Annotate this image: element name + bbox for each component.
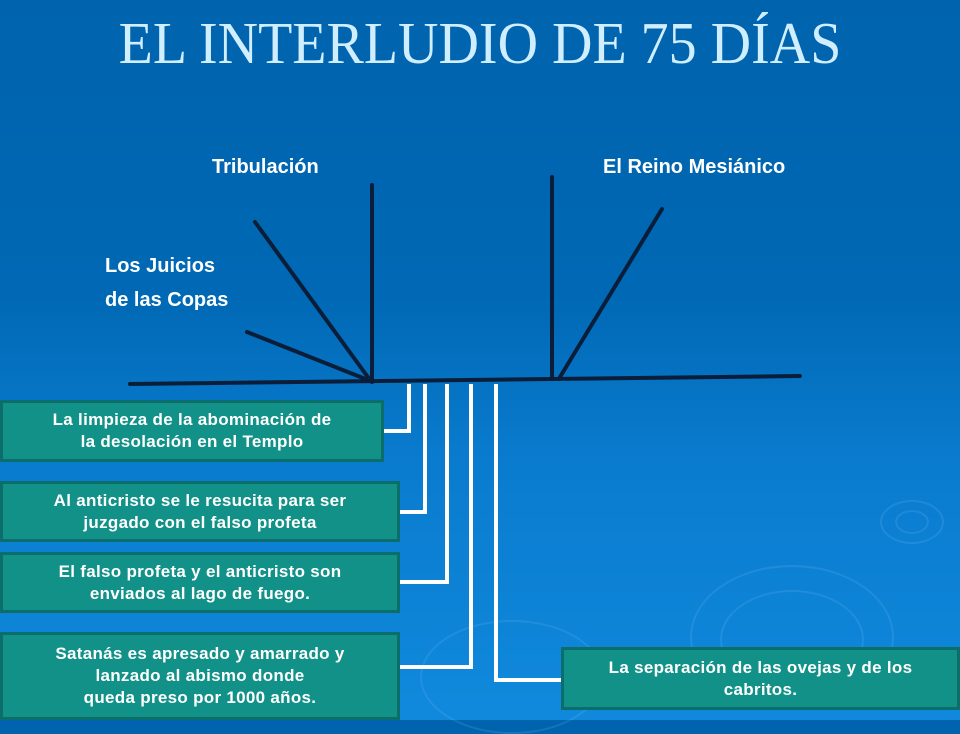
connector-lines <box>384 384 563 682</box>
ripple-decoration <box>880 500 944 544</box>
label-juicios-line2: de las Copas <box>105 289 229 311</box>
ripple-decoration <box>895 510 929 534</box>
label-reino-mesianico: El Reino Mesiánico <box>603 156 786 178</box>
label-juicios-line1: Los Juicios <box>105 255 216 277</box>
timeline-lines <box>128 175 802 386</box>
label-tribulacion: Tribulación <box>212 156 319 178</box>
page-title: EL INTERLUDIO DE 75 DÍAS <box>118 11 842 77</box>
